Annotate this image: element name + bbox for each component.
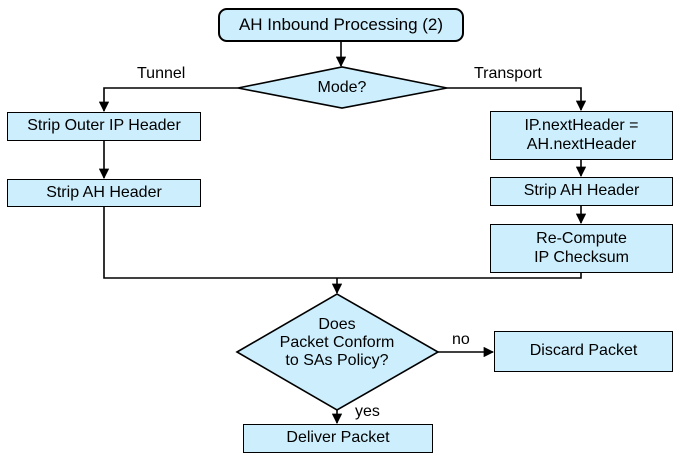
node-start[interactable]: AH Inbound Processing (2) bbox=[218, 8, 464, 42]
node-strip-ah-header-transport[interactable]: Strip AH Header bbox=[490, 177, 673, 206]
node-strip-ah-header-transport-label: Strip AH Header bbox=[523, 182, 640, 200]
node-recompute-checksum-label: Re-Compute IP Checksum bbox=[534, 230, 629, 266]
node-start-label: AH Inbound Processing (2) bbox=[238, 15, 444, 35]
mode-diamond-shape bbox=[237, 66, 448, 109]
node-ip-next-header[interactable]: IP.nextHeader = AH.nextHeader bbox=[490, 111, 673, 160]
node-strip-ah-header-tunnel[interactable]: Strip AH Header bbox=[7, 179, 201, 207]
node-deliver-packet[interactable]: Deliver Packet bbox=[243, 424, 433, 453]
node-ip-next-header-label: IP.nextHeader = AH.nextHeader bbox=[524, 117, 639, 153]
node-recompute-checksum[interactable]: Re-Compute IP Checksum bbox=[490, 224, 673, 273]
node-discard-packet[interactable]: Discard Packet bbox=[494, 331, 673, 372]
edge-label-tunnel: Tunnel bbox=[137, 65, 186, 82]
edge-transport-merge bbox=[337, 272, 582, 279]
policy-diamond-shape bbox=[235, 293, 440, 411]
edge-transport-branch bbox=[447, 87, 587, 112]
edge-label-transport: Transport bbox=[474, 65, 542, 82]
edge-tunnel-branch bbox=[98, 87, 238, 113]
node-strip-ah-header-tunnel-label: Strip AH Header bbox=[46, 183, 162, 201]
node-discard-packet-label: Discard Packet bbox=[529, 342, 638, 360]
node-deliver-packet-label: Deliver Packet bbox=[286, 429, 390, 447]
edge-label-no: no bbox=[452, 331, 470, 348]
node-strip-outer-ip-header-label: Strip Outer IP Header bbox=[27, 117, 181, 135]
node-strip-outer-ip-header[interactable]: Strip Outer IP Header bbox=[7, 112, 201, 141]
edge-tunnel-merge bbox=[103, 206, 337, 279]
edge-label-yes: yes bbox=[355, 403, 380, 420]
